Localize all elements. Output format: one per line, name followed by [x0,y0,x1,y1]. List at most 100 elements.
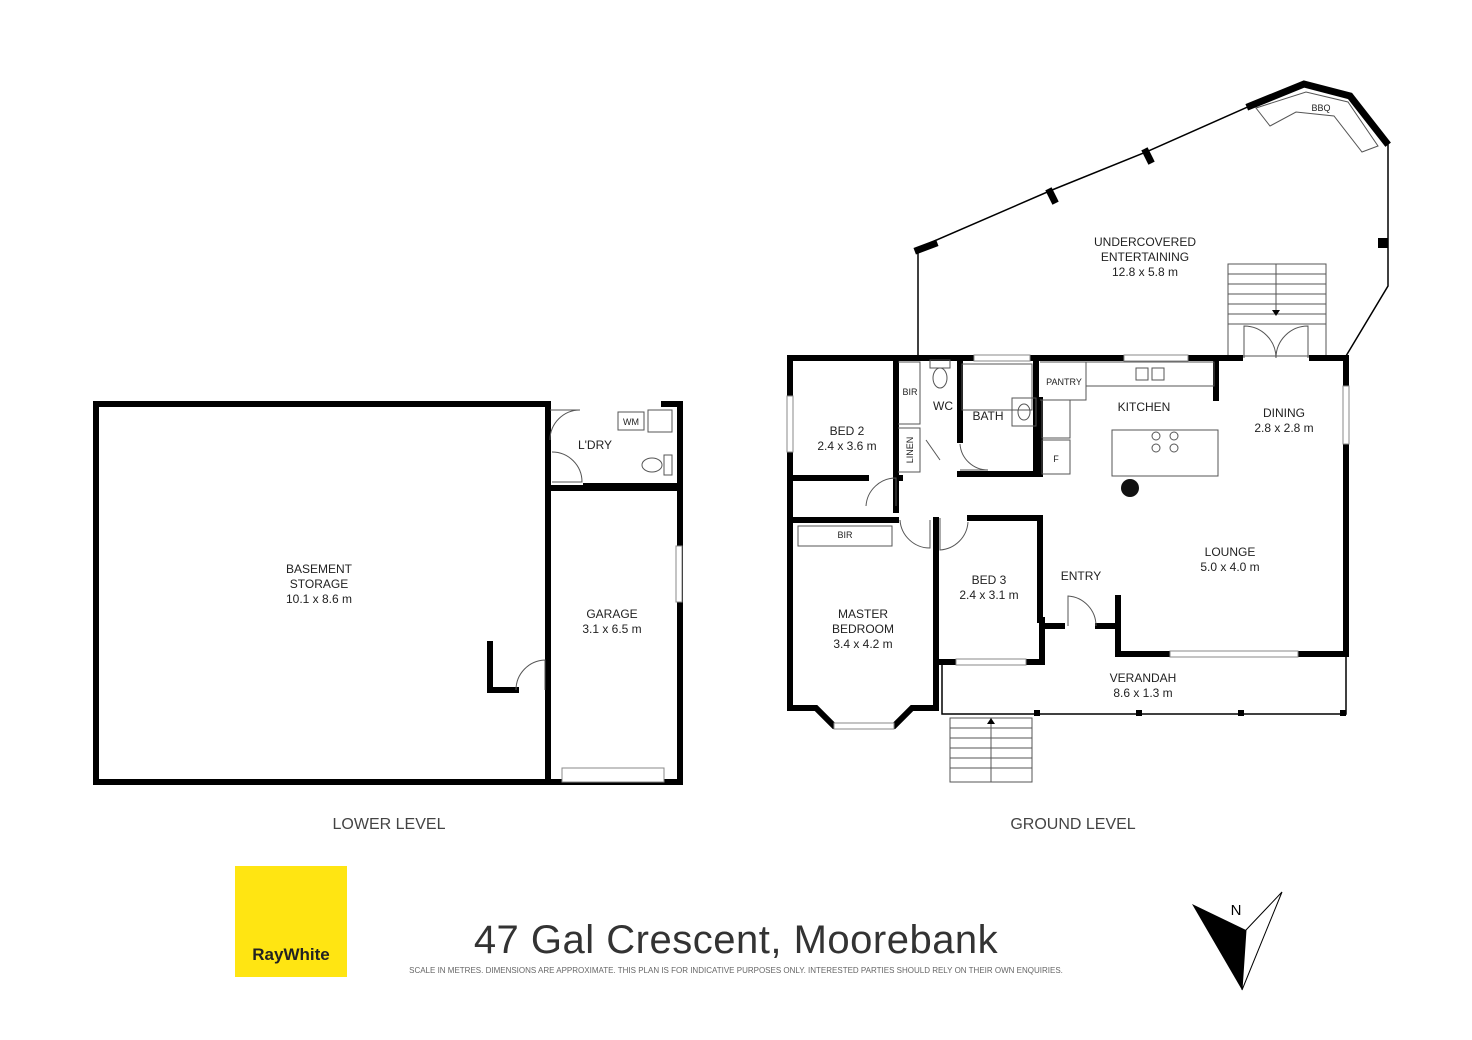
washing-machine [617,411,645,431]
bath-basin [1017,403,1031,421]
bed3-door-swing [939,518,969,551]
dining-dimension: 2.8 x 2.8 m [1254,421,1313,435]
rear-stairs [1227,263,1327,357]
verandah-post-1 [1034,710,1040,716]
entry-door-swing [1067,595,1097,627]
verandah-post-2 [1136,710,1142,716]
entry-label: ENTRY [1061,569,1101,583]
shower [961,363,1033,411]
dining-window [1342,385,1350,445]
cooktop-burner-3 [1151,443,1161,453]
cooktop-burner-1 [1151,431,1161,441]
bed2-label: BED 2 [830,424,865,438]
pantry-box [1040,361,1087,401]
cooktop-burner-2 [1169,431,1179,441]
wc-label: WC [933,399,953,413]
bbq-label: BBQ [1311,103,1330,113]
cooktop-burner-4 [1169,443,1179,453]
wm-label: WM [623,417,639,427]
laundry-door-swing [549,409,581,441]
front-stair-treads [950,718,1032,782]
master-dimension: 3.4 x 4.2 m [833,637,892,651]
rear-door-swing [1243,325,1309,359]
wc-cistern [929,359,951,369]
kitchen-bench [1085,361,1215,387]
lounge-dimension: 5.0 x 4.0 m [1200,560,1259,574]
logo-text: RayWhite [252,945,330,964]
entertaining-outline [917,83,1389,357]
basement-door-swing [515,659,546,691]
verandah-label: VERANDAH [1110,671,1177,685]
property-address-title: 47 Gal Crescent, Moorebank [473,918,999,962]
kitchen-column [1121,479,1139,497]
fridge-label: F [1053,454,1059,464]
master-bedroom-walls [791,515,1121,663]
bir-label-2: BIR [837,530,853,540]
bath-door-swing [959,443,989,471]
compass-north-label: N [1231,902,1242,919]
raywhite-logo: RayWhite [235,866,347,977]
ground-level-label: GROUND LEVEL [1010,816,1135,833]
basement-inner-wall [487,641,519,693]
bath-window [973,354,1031,362]
bed2-door-swing [865,477,897,507]
linen-label: LINEN [905,437,915,464]
verandah-post-4 [1340,710,1346,716]
bed2-window [786,395,794,453]
lower-level-label: LOWER LEVEL [333,816,446,833]
entertaining-wall-segments [913,80,1391,255]
entry-walls [1043,355,1219,629]
bbq-counter [1255,91,1379,153]
linen-cupboard [898,427,921,473]
ground-level: BBQ [786,80,1391,833]
toilet-cistern [663,454,673,476]
wardrobe-bir-2 [797,525,893,547]
rear-stair-treads [1228,264,1326,325]
front-stair-arrow [987,718,995,724]
verandah-post-3 [1238,710,1244,716]
sink-right [1151,367,1165,381]
bir-label-1: BIR [902,387,918,397]
bath-label: BATH [972,409,1003,423]
laundry-tub [647,409,673,433]
wc-toilet [932,367,948,389]
master-door-swing [899,519,931,549]
rear-stair-arrow [1272,310,1280,316]
basement-label-1: BASEMENT [286,562,353,576]
kitchen-island [1111,429,1219,477]
garage-label: GARAGE [586,607,637,621]
verandah-dimension: 8.6 x 1.3 m [1113,686,1172,700]
wardrobe-bir-1 [898,361,921,425]
master-bay-window [833,722,895,730]
entertaining-label-2: ENTERTAINING [1101,250,1189,264]
basement-dimension: 10.1 x 8.6 m [286,592,352,606]
wc-door-swing [925,439,941,461]
basement-label-2: STORAGE [290,577,348,591]
pantry-label: PANTRY [1046,377,1082,387]
laundry-door2-swing [551,451,583,483]
master-label-2: BEDROOM [832,622,894,636]
lounge-label: LOUNGE [1205,545,1256,559]
basement-walls [93,401,683,785]
entertaining-dimension: 12.8 x 5.8 m [1112,265,1178,279]
fridge-space [1041,439,1071,475]
bath-vanity [1011,397,1037,427]
bed2-dimension: 2.4 x 3.6 m [817,439,876,453]
lower-level: BASEMENT STORAGE 10.1 x 8.6 m L'DRY WM G… [93,401,683,833]
lounge-window [1169,650,1299,658]
verandah-outline [941,654,1347,715]
entertaining-post [1378,238,1388,248]
disclaimer-text: SCALE IN METRES. DIMENSIONS ARE APPROXIM… [409,966,1063,975]
garage-window [675,545,683,603]
entertaining-label-1: UNDERCOVERED [1094,235,1196,249]
bed3-window [955,658,1027,666]
bed2-walls [787,355,1043,513]
toilet [641,457,663,473]
bed3-label: BED 3 [972,573,1007,587]
bed3-dimension: 2.4 x 3.1 m [959,588,1018,602]
garage-door [561,767,665,783]
garage-dimension: 3.1 x 6.5 m [582,622,641,636]
laundry-label: L'DRY [578,438,612,452]
kitchen-label: KITCHEN [1118,400,1171,414]
